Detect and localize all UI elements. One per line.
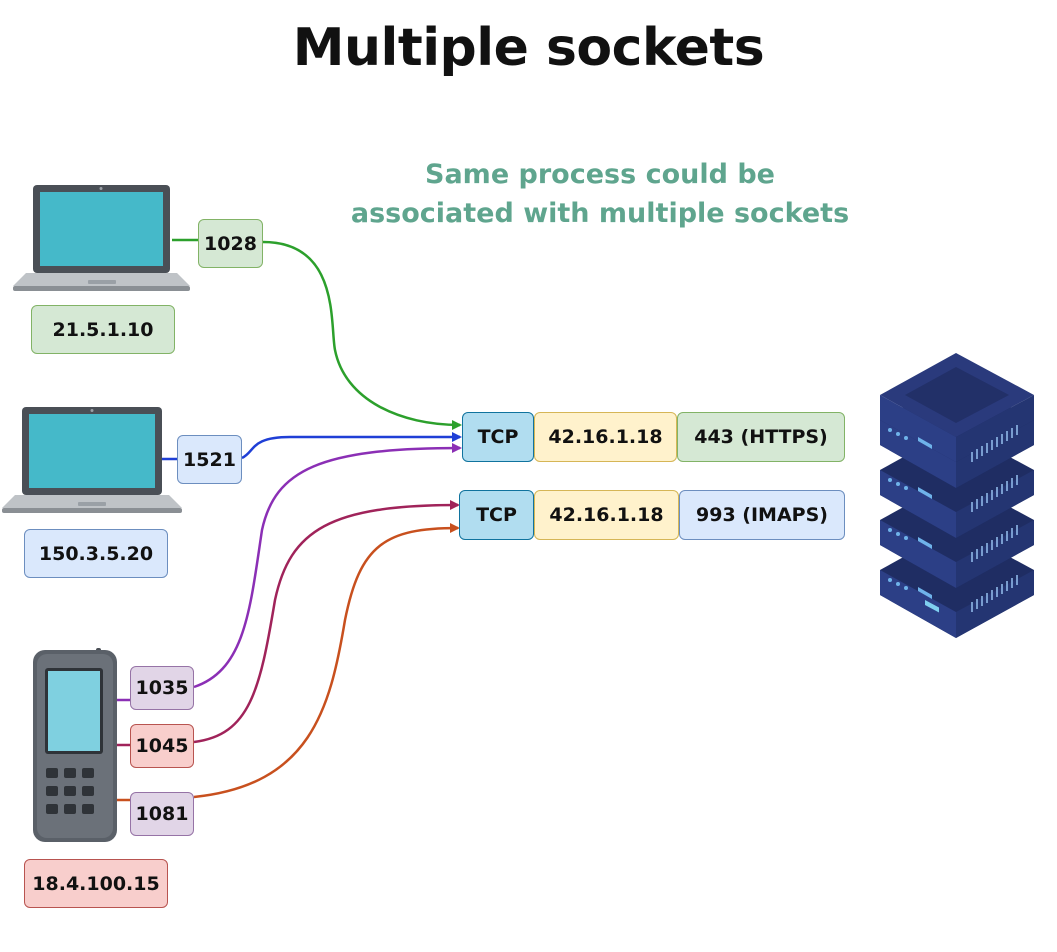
annotation-line-2: associated with multiple sockets <box>350 198 850 229</box>
client-ip-laptop-2: 150.3.5.20 <box>24 529 168 578</box>
page-title: Multiple sockets <box>292 18 765 78</box>
socket-https-port: 443 (HTTPS) <box>677 412 845 462</box>
connection-1028-to-https <box>262 240 462 430</box>
socket-imaps-port: 993 (IMAPS) <box>679 490 845 540</box>
connection-1081-to-imaps <box>193 523 460 799</box>
annotation-line-1: Same process could be <box>425 159 775 190</box>
client-port-1521: 1521 <box>177 435 242 484</box>
client-ip-phone: 18.4.100.15 <box>24 859 168 908</box>
connection-1045-to-imaps <box>193 500 460 744</box>
annotation-note: Same process could be associated with mu… <box>330 155 870 233</box>
client-port-1045: 1045 <box>130 724 194 768</box>
client-port-1035: 1035 <box>130 666 194 710</box>
socket-imaps-protocol: TCP <box>459 490 534 540</box>
connection-1035-to-https <box>193 443 462 689</box>
socket-https-protocol: TCP <box>462 412 534 462</box>
client-port-1081: 1081 <box>130 792 194 836</box>
client-port-1028: 1028 <box>198 219 263 268</box>
connection-1521-to-https <box>241 432 462 460</box>
client-ip-laptop-1: 21.5.1.10 <box>31 305 175 354</box>
socket-imaps-ip: 42.16.1.18 <box>534 490 679 540</box>
socket-https-ip: 42.16.1.18 <box>534 412 677 462</box>
